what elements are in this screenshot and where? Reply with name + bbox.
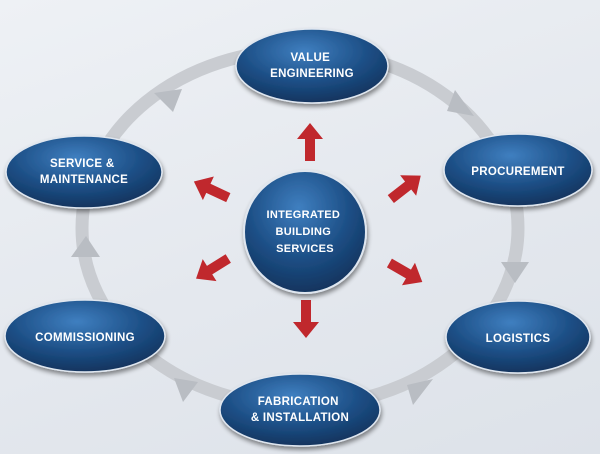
node-fabrication-installation: FABRICATION & INSTALLATION (219, 373, 381, 447)
node-procurement: PROCUREMENT (443, 133, 593, 207)
spoke-arrows (193, 123, 423, 338)
spoke-arrow-down-right (386, 258, 423, 286)
node-commissioning-line-1: COMMISSIONING (35, 332, 135, 344)
ring-arrow-top-left (154, 89, 182, 112)
spoke-arrow-up (297, 123, 323, 161)
center-label-line-1: INTEGRATED (266, 209, 340, 221)
node-service-line-1: SERVICE & (50, 158, 114, 170)
node-service-maintenance: SERVICE & MAINTENANCE (5, 135, 163, 209)
center-hub (243, 170, 367, 294)
node-value-engineering-line-2: ENGINEERING (270, 68, 354, 80)
node-logistics: LOGISTICS (445, 300, 591, 374)
node-logistics-label: LOGISTICS (486, 333, 551, 345)
node-service-maintenance-label: SERVICE & MAINTENANCE (40, 158, 128, 186)
node-value-engineering-line-1: VALUE (290, 52, 330, 64)
node-value-engineering: VALUE ENGINEERING (235, 28, 389, 104)
ring-arrow-bottom-left (174, 378, 198, 402)
node-procurement-label: PROCUREMENT (471, 166, 564, 178)
spoke-arrow-up-right (387, 175, 421, 204)
node-logistics-line-1: LOGISTICS (486, 333, 551, 345)
ring-arrow-top-right (447, 90, 474, 116)
node-procurement-line-1: PROCUREMENT (471, 166, 564, 178)
node-fabrication-installation-label: FABRICATION & INSTALLATION (251, 396, 349, 424)
ring-arrow-bottom-right (407, 379, 433, 405)
node-commissioning-label: COMMISSIONING (35, 332, 135, 344)
center-label-line-3: SERVICES (276, 243, 334, 255)
node-fabrication-line-2: & INSTALLATION (251, 412, 349, 424)
center-label-line-2: BUILDING (276, 226, 332, 238)
ring-arrows (71, 89, 529, 405)
spoke-arrow-down-left (196, 254, 231, 282)
node-value-engineering-label: VALUE ENGINEERING (270, 52, 354, 80)
center-hub-label: INTEGRATED BUILDING SERVICES (266, 209, 343, 255)
spoke-arrow-down (293, 300, 319, 338)
spoke-arrow-up-left (193, 176, 231, 203)
node-commissioning: COMMISSIONING (4, 299, 166, 373)
node-fabrication-line-1: FABRICATION (258, 396, 339, 408)
ring-arrow-right (501, 262, 529, 283)
node-service-line-2: MAINTENANCE (40, 174, 128, 186)
ring-arrow-left (71, 236, 100, 257)
